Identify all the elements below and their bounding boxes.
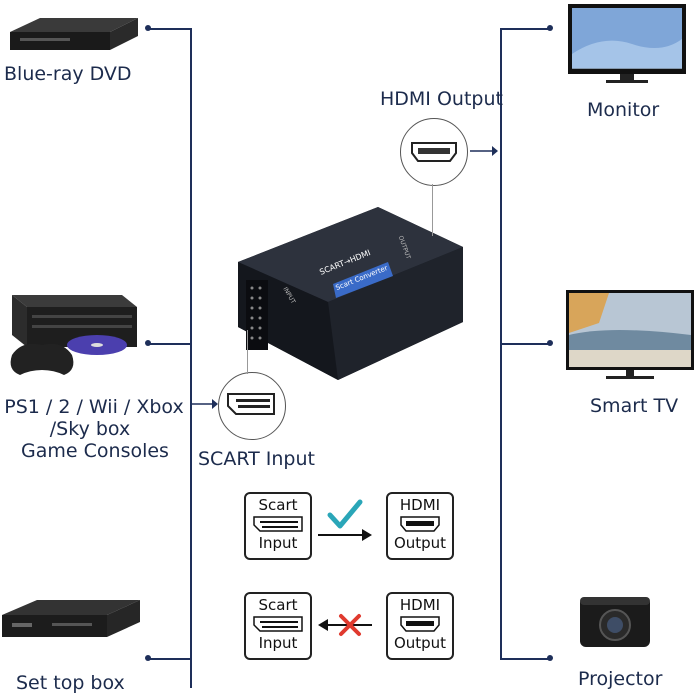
hdmi-output-label: HDMI Output <box>380 88 503 110</box>
right-connector-mid <box>500 343 548 345</box>
left-connector-line <box>190 28 192 688</box>
dest-label-monitor: Monitor <box>587 99 660 121</box>
legend-scart-bottom-1: Input <box>258 534 298 552</box>
legend-hdmi-port-icon-1 <box>400 516 440 532</box>
left-connector-dot-top <box>145 25 151 31</box>
legend-hdmi-top-2: HDMI <box>399 596 441 614</box>
converter-device-image <box>238 207 463 380</box>
legend-scart-top-2: Scart <box>258 596 298 614</box>
legend-scart-box-1: Scart Input <box>244 492 312 560</box>
legend-arrow-forward <box>318 529 372 541</box>
legend-hdmi-bottom-1: Output <box>393 534 447 552</box>
dest-label-smarttv: Smart TV <box>590 395 679 417</box>
legend-scart-bottom-2: Input <box>258 634 298 652</box>
right-connector-bottom <box>500 658 548 660</box>
left-connector-mid <box>148 343 192 345</box>
hdmi-port-icon <box>411 142 457 162</box>
scart-input-arrow <box>192 399 218 409</box>
right-connector-top <box>500 28 548 30</box>
hdmi-callout-leader <box>432 184 433 236</box>
legend-scart-port-icon-2 <box>253 616 303 632</box>
right-connector-dot-bottom <box>547 655 553 661</box>
set-top-box-image <box>2 600 140 637</box>
source-label-consoles-1: PS1 / 2 / Wii / Xbox <box>4 396 184 418</box>
bluray-player-image <box>10 18 138 50</box>
source-label-bluray: Blue-ray DVD <box>4 63 132 85</box>
legend-cross-icon <box>339 614 361 636</box>
legend-hdmi-top-1: HDMI <box>399 496 441 514</box>
smart-tv-image <box>566 290 694 379</box>
source-label-consoles-2: /Sky box <box>49 418 131 440</box>
right-connector-dot-mid <box>547 340 553 346</box>
game-console-image <box>10 295 137 375</box>
legend-hdmi-bottom-2: Output <box>393 634 447 652</box>
legend-hdmi-box-2: HDMI Output <box>386 592 454 660</box>
monitor-image <box>568 4 686 83</box>
scart-callout-leader <box>247 330 248 374</box>
left-connector-dot-mid <box>145 340 151 346</box>
left-connector-dot-bottom <box>145 655 151 661</box>
scart-port-icon <box>227 393 275 415</box>
legend-hdmi-box-1: HDMI Output <box>386 492 454 560</box>
projector-image <box>580 597 650 647</box>
source-label-consoles-3: Game Consoles <box>21 440 169 462</box>
legend-scart-box-2: Scart Input <box>244 592 312 660</box>
legend-scart-port-icon-1 <box>253 516 303 532</box>
left-connector-top <box>148 28 192 30</box>
left-connector-bottom <box>148 658 192 660</box>
legend-check-icon <box>327 499 363 529</box>
source-label-settop: Set top box <box>16 672 125 694</box>
scart-input-label: SCART Input <box>198 448 315 470</box>
dest-label-projector: Projector <box>578 668 663 690</box>
legend-hdmi-port-icon-2 <box>400 616 440 632</box>
legend-scart-top-1: Scart <box>258 496 298 514</box>
right-connector-dot-top <box>547 25 553 31</box>
hdmi-output-arrow <box>470 146 498 156</box>
